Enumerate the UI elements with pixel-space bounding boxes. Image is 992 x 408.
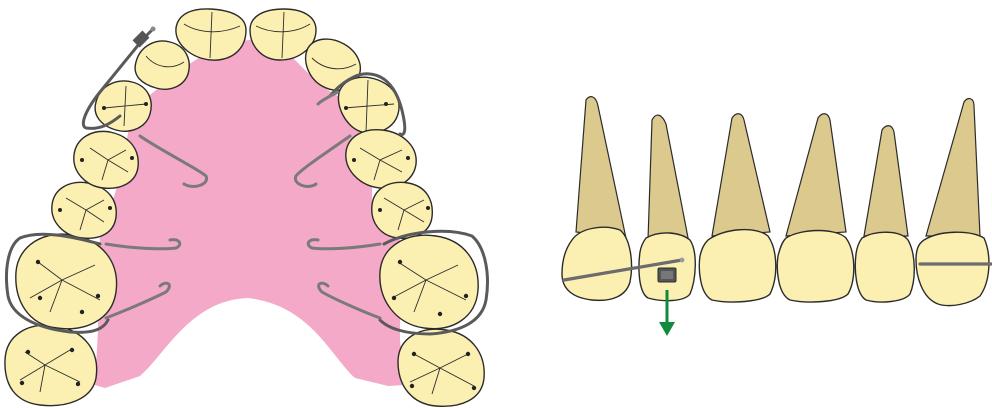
frontal-view <box>562 97 992 336</box>
left-tooth-6 <box>135 41 189 89</box>
crown-1 <box>562 227 632 300</box>
root-2 <box>648 115 690 248</box>
root-6 <box>926 99 980 236</box>
root-4 <box>786 114 846 236</box>
left-tooth-2 <box>16 234 117 329</box>
root-1 <box>576 97 626 238</box>
crown-3 <box>699 230 775 302</box>
left-tooth-4 <box>74 131 138 188</box>
crown-4 <box>777 231 853 303</box>
right-tooth-1 <box>398 329 484 406</box>
left-tooth-7 <box>176 9 246 60</box>
crown-6 <box>916 232 989 305</box>
right-tooth-3 <box>372 182 433 238</box>
occlusal-view <box>5 9 488 406</box>
bracket <box>658 268 676 282</box>
left-tooth-3 <box>52 182 116 238</box>
root-3 <box>712 114 770 236</box>
left-tooth-1 <box>5 325 97 405</box>
crown-5 <box>855 232 914 302</box>
root-5 <box>864 126 908 236</box>
wire-end-point <box>680 258 685 263</box>
